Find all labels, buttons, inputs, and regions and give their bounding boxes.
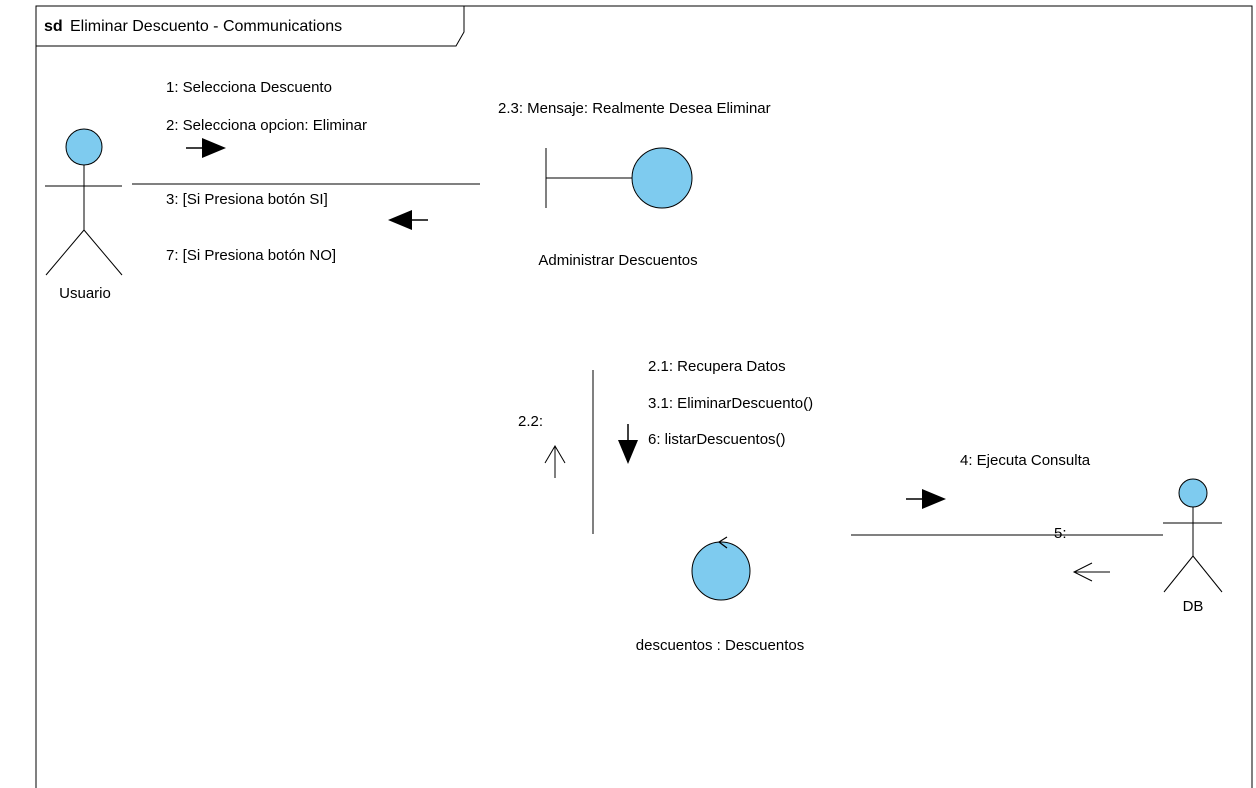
db-actor[interactable]: DB (1163, 478, 1223, 615)
arrow-right-icon (186, 138, 226, 158)
db-label: DB (1183, 598, 1204, 615)
message-2: 2: Selecciona opcion: Eliminar (166, 117, 367, 134)
message-2-1: 2.1: Recupera Datos (648, 358, 786, 375)
usuario-actor[interactable]: Usuario (45, 128, 123, 302)
message-2-3: 2.3: Mensaje: Realmente Desea Eliminar (498, 100, 771, 117)
message-5: 5: (1054, 525, 1067, 542)
message-4: 4: Ejecuta Consulta (960, 452, 1091, 469)
message-6: 6: listarDescuentos() (648, 431, 786, 448)
message-3: 3: [Si Presiona botón SI] (166, 191, 328, 208)
descuentos-label: descuentos : Descuentos (636, 637, 804, 654)
frame-title-tab (35, 5, 465, 47)
control-icon (691, 536, 751, 601)
message-7: 7: [Si Presiona botón NO] (166, 247, 336, 264)
arrow-down-icon (618, 424, 638, 464)
administrar-boundary[interactable]: Administrar Descuentos (538, 147, 698, 269)
descuentos-control[interactable]: descuentos : Descuentos (636, 536, 804, 654)
frame-keyword: sd (44, 18, 63, 35)
arrow-left-icon (388, 210, 428, 230)
actor-icon (45, 128, 123, 276)
message-1: 1: Selecciona Descuento (166, 79, 332, 96)
frame-border (35, 5, 1253, 788)
message-3-1: 3.1: EliminarDescuento() (648, 395, 813, 412)
frame-title: Eliminar Descuento - Communications (70, 18, 342, 35)
actor-icon (1163, 478, 1223, 593)
usuario-label: Usuario (59, 285, 111, 302)
boundary-icon (545, 147, 693, 209)
arrow-left-open-icon (1072, 562, 1110, 582)
message-2-2: 2.2: (518, 413, 543, 430)
administrar-label: Administrar Descuentos (538, 252, 697, 269)
arrow-right-icon (906, 489, 946, 509)
arrow-up-open-icon (544, 445, 566, 478)
